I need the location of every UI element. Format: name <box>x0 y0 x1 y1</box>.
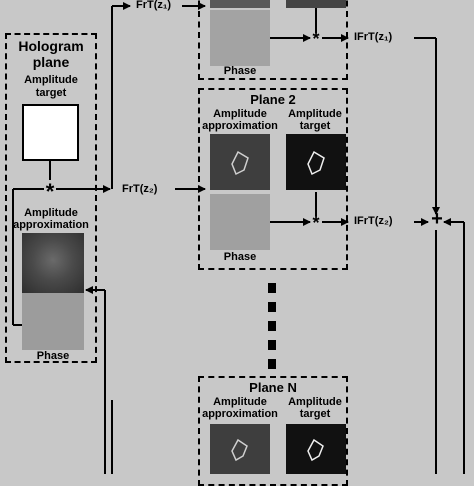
sum-symbol: + <box>431 208 443 230</box>
plane1-multiply-symbol: * <box>312 29 320 49</box>
plane1-phase-image <box>210 10 270 66</box>
plane2-phase-label: Phase <box>223 251 257 263</box>
ellipsis-dots <box>268 283 276 369</box>
planeN-target-shape <box>307 438 324 462</box>
plane2-target-label-line2: target <box>299 120 331 132</box>
hologram-amplitude-target-image <box>22 104 79 161</box>
plane2-target-shape <box>307 150 325 176</box>
planeN-amplitude-approximation-image <box>210 424 270 474</box>
plane2-approx-label-line2: approximation <box>202 120 278 132</box>
hologram-title-line2: plane <box>32 54 70 70</box>
plane2-phase-image <box>210 194 270 250</box>
hologram-approx-label-line2: approximation <box>13 219 89 231</box>
plane2-amplitude-approximation-image <box>210 134 270 190</box>
hologram-target-label-line2: target <box>35 87 67 99</box>
plane2-box <box>198 88 348 270</box>
planeN-target-label-line1: Amplitude <box>288 396 342 408</box>
ifrt-z2-label: IFrT(z₂) <box>354 215 393 227</box>
ifrt-z1-label: IFrT(z₁) <box>354 31 393 43</box>
plane2-amplitude-target-image <box>286 134 346 190</box>
plane2-multiply-symbol: * <box>312 213 320 233</box>
planeN-approx-shape <box>231 438 248 462</box>
plane2-approx-label-line1: Amplitude <box>213 108 267 120</box>
planeN-approx-label-line1: Amplitude <box>213 396 267 408</box>
hologram-plane-box <box>5 33 97 363</box>
plane2-approx-shape <box>231 150 249 176</box>
hologram-target-label-line1: Amplitude <box>24 74 78 86</box>
hologram-amplitude-approximation-image <box>22 233 84 293</box>
frt-z1-label: FrT(z₁) <box>136 0 172 11</box>
plane2-title: Plane 2 <box>250 92 296 107</box>
plane2-target-label-line1: Amplitude <box>288 108 342 120</box>
hologram-phase-image <box>22 293 84 350</box>
planeN-approx-label-line2: approximation <box>202 408 278 420</box>
planeN-target-label-line2: target <box>299 408 331 420</box>
connector-lines <box>12 2 465 474</box>
planeN-title: Plane N <box>249 380 297 395</box>
hologram-phase-label: Phase <box>36 350 70 362</box>
hologram-approx-label-line1: Amplitude <box>24 207 78 219</box>
planeN-amplitude-target-image <box>286 424 346 474</box>
plane1-box <box>198 0 348 80</box>
hologram-title-line1: Hologram <box>18 38 84 54</box>
plane1-phase-label: Phase <box>223 65 257 77</box>
frt-z2-label: FrT(z₂) <box>122 183 158 195</box>
plane1-target-image <box>286 0 346 8</box>
plane1-approximation-image <box>210 0 270 8</box>
hologram-multiply-symbol: * <box>45 179 55 204</box>
